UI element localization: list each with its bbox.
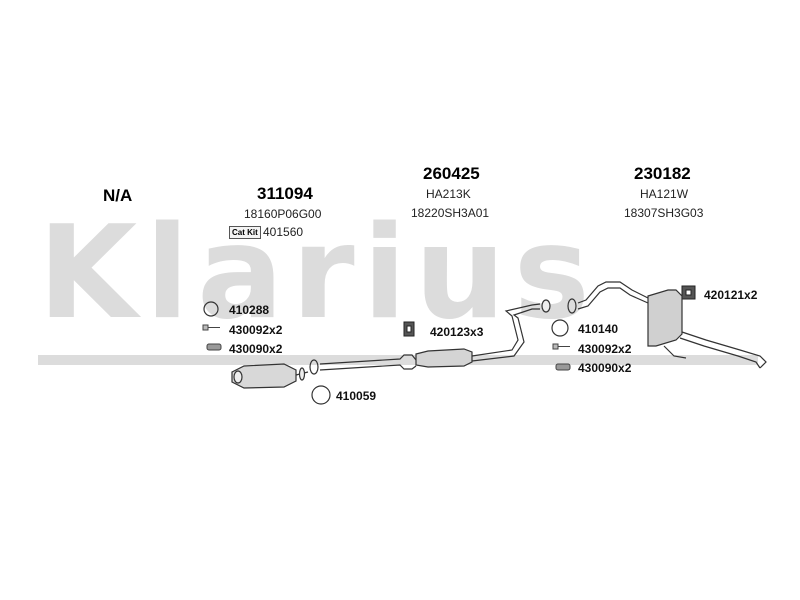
col-center-part: 260425 [423,164,480,183]
gasket-410059-icon [311,385,331,405]
fitting-430090-right-label: 430090x2 [578,361,632,375]
fitting-430092-left-label: 430092x2 [229,323,283,337]
bolt-430092-left-icon [202,324,220,331]
fitting-420121-label: 420121x2 [704,288,758,302]
col-center-code-1: HA213K [426,187,471,201]
spring-430090-right-icon [555,363,571,371]
bolt-430092-right-icon [552,343,570,350]
fitting-430092-right-label: 430092x2 [578,342,632,356]
fitting-420123-label: 420123x3 [430,325,484,339]
col-na-part: N/A [103,186,133,205]
gasket-410140-icon [551,319,569,337]
gasket-front-pipe-icon [309,359,319,375]
centre-silencer-icon [415,299,551,368]
col-rear-code-1: HA121W [640,187,689,201]
gasket-mid-pipe-icon [567,298,577,314]
fitting-410140-label: 410140 [578,322,619,336]
mount-420123-icon [403,321,415,337]
col-cat-part: 311094 [257,184,313,203]
rear-silencer-icon [577,281,767,369]
col-cat-code: 18160P06G00 [244,207,322,221]
fitting-410288-label: 410288 [229,303,270,317]
cat-kit-badge: Cat Kit [229,226,261,239]
col-rear-code-2: 18307SH3G03 [624,206,704,220]
front-pipe-icon [319,354,417,371]
catalytic-converter-icon [231,363,309,389]
watermark-underline [38,355,758,365]
col-center-code-2: 18220SH3A01 [411,206,490,220]
col-rear-part: 230182 [634,164,691,183]
fitting-430090-left-label: 430090x2 [229,342,283,356]
gasket-410288-icon [203,301,219,317]
cat-kit-part: 401560 [263,225,304,239]
spring-430090-left-icon [206,343,222,351]
klarius-watermark: Klarius [38,199,598,348]
fitting-410059-label: 410059 [336,389,377,403]
mount-420121-icon [681,285,696,300]
